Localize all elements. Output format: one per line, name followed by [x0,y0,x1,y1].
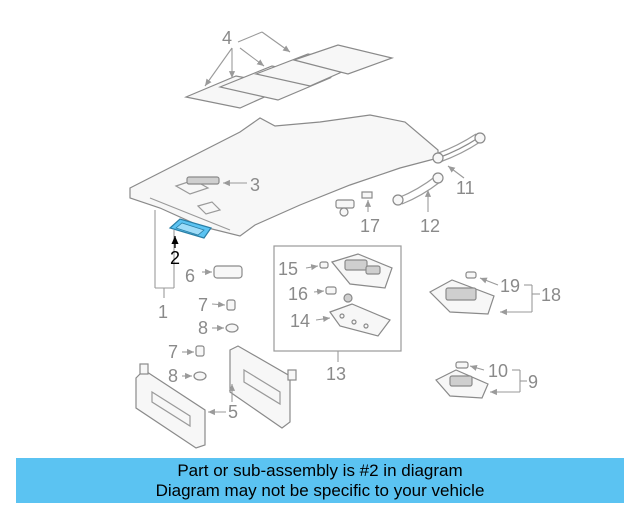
lamp-9 [435,361,527,399]
callout-8-lower: 8 [168,366,178,386]
callout-17: 17 [360,216,380,236]
sun-visor-holder [202,265,243,279]
callout-18: 18 [541,285,561,305]
parts-diagram: 4 3 1 2 11 12 [129,28,561,449]
coat-hook [335,191,373,217]
callout-1: 1 [158,302,168,322]
visor-clips-lower [182,345,207,381]
callout-16: 16 [288,284,308,304]
grab-handle-lower [392,172,444,212]
highlighted-part-2 [168,218,212,248]
callout-12: 12 [420,216,440,236]
callout-19: 19 [500,276,520,296]
visor-clips-upper [211,299,239,333]
headliner-clip [186,176,247,187]
callout-7-upper: 7 [198,295,208,315]
callout-8-upper: 8 [198,318,208,338]
sun-visors [135,345,297,449]
dome-lamp-18 [429,271,540,316]
callout-15: 15 [278,259,298,279]
banner-line-1: Part or sub-assembly is #2 in diagram [177,461,463,480]
callout-6: 6 [185,266,195,286]
callout-3: 3 [250,175,260,195]
banner-line-2: Diagram may not be specific to your vehi… [155,481,485,500]
callout-5: 5 [228,402,238,422]
insulation-pads [183,31,395,109]
callout-9: 9 [528,372,538,392]
info-banner: Part or sub-assembly is #2 in diagram Di… [16,458,624,503]
map-lamp-assembly [305,253,393,337]
callout-11: 11 [456,178,475,198]
grab-handle-upper [432,132,486,179]
callout-4: 4 [222,28,232,48]
callout-13: 13 [326,364,346,384]
callout-2: 2 [170,248,180,268]
callout-14: 14 [290,311,310,331]
headliner [129,114,439,237]
callout-10: 10 [488,361,508,381]
callout-7-lower: 7 [168,342,178,362]
